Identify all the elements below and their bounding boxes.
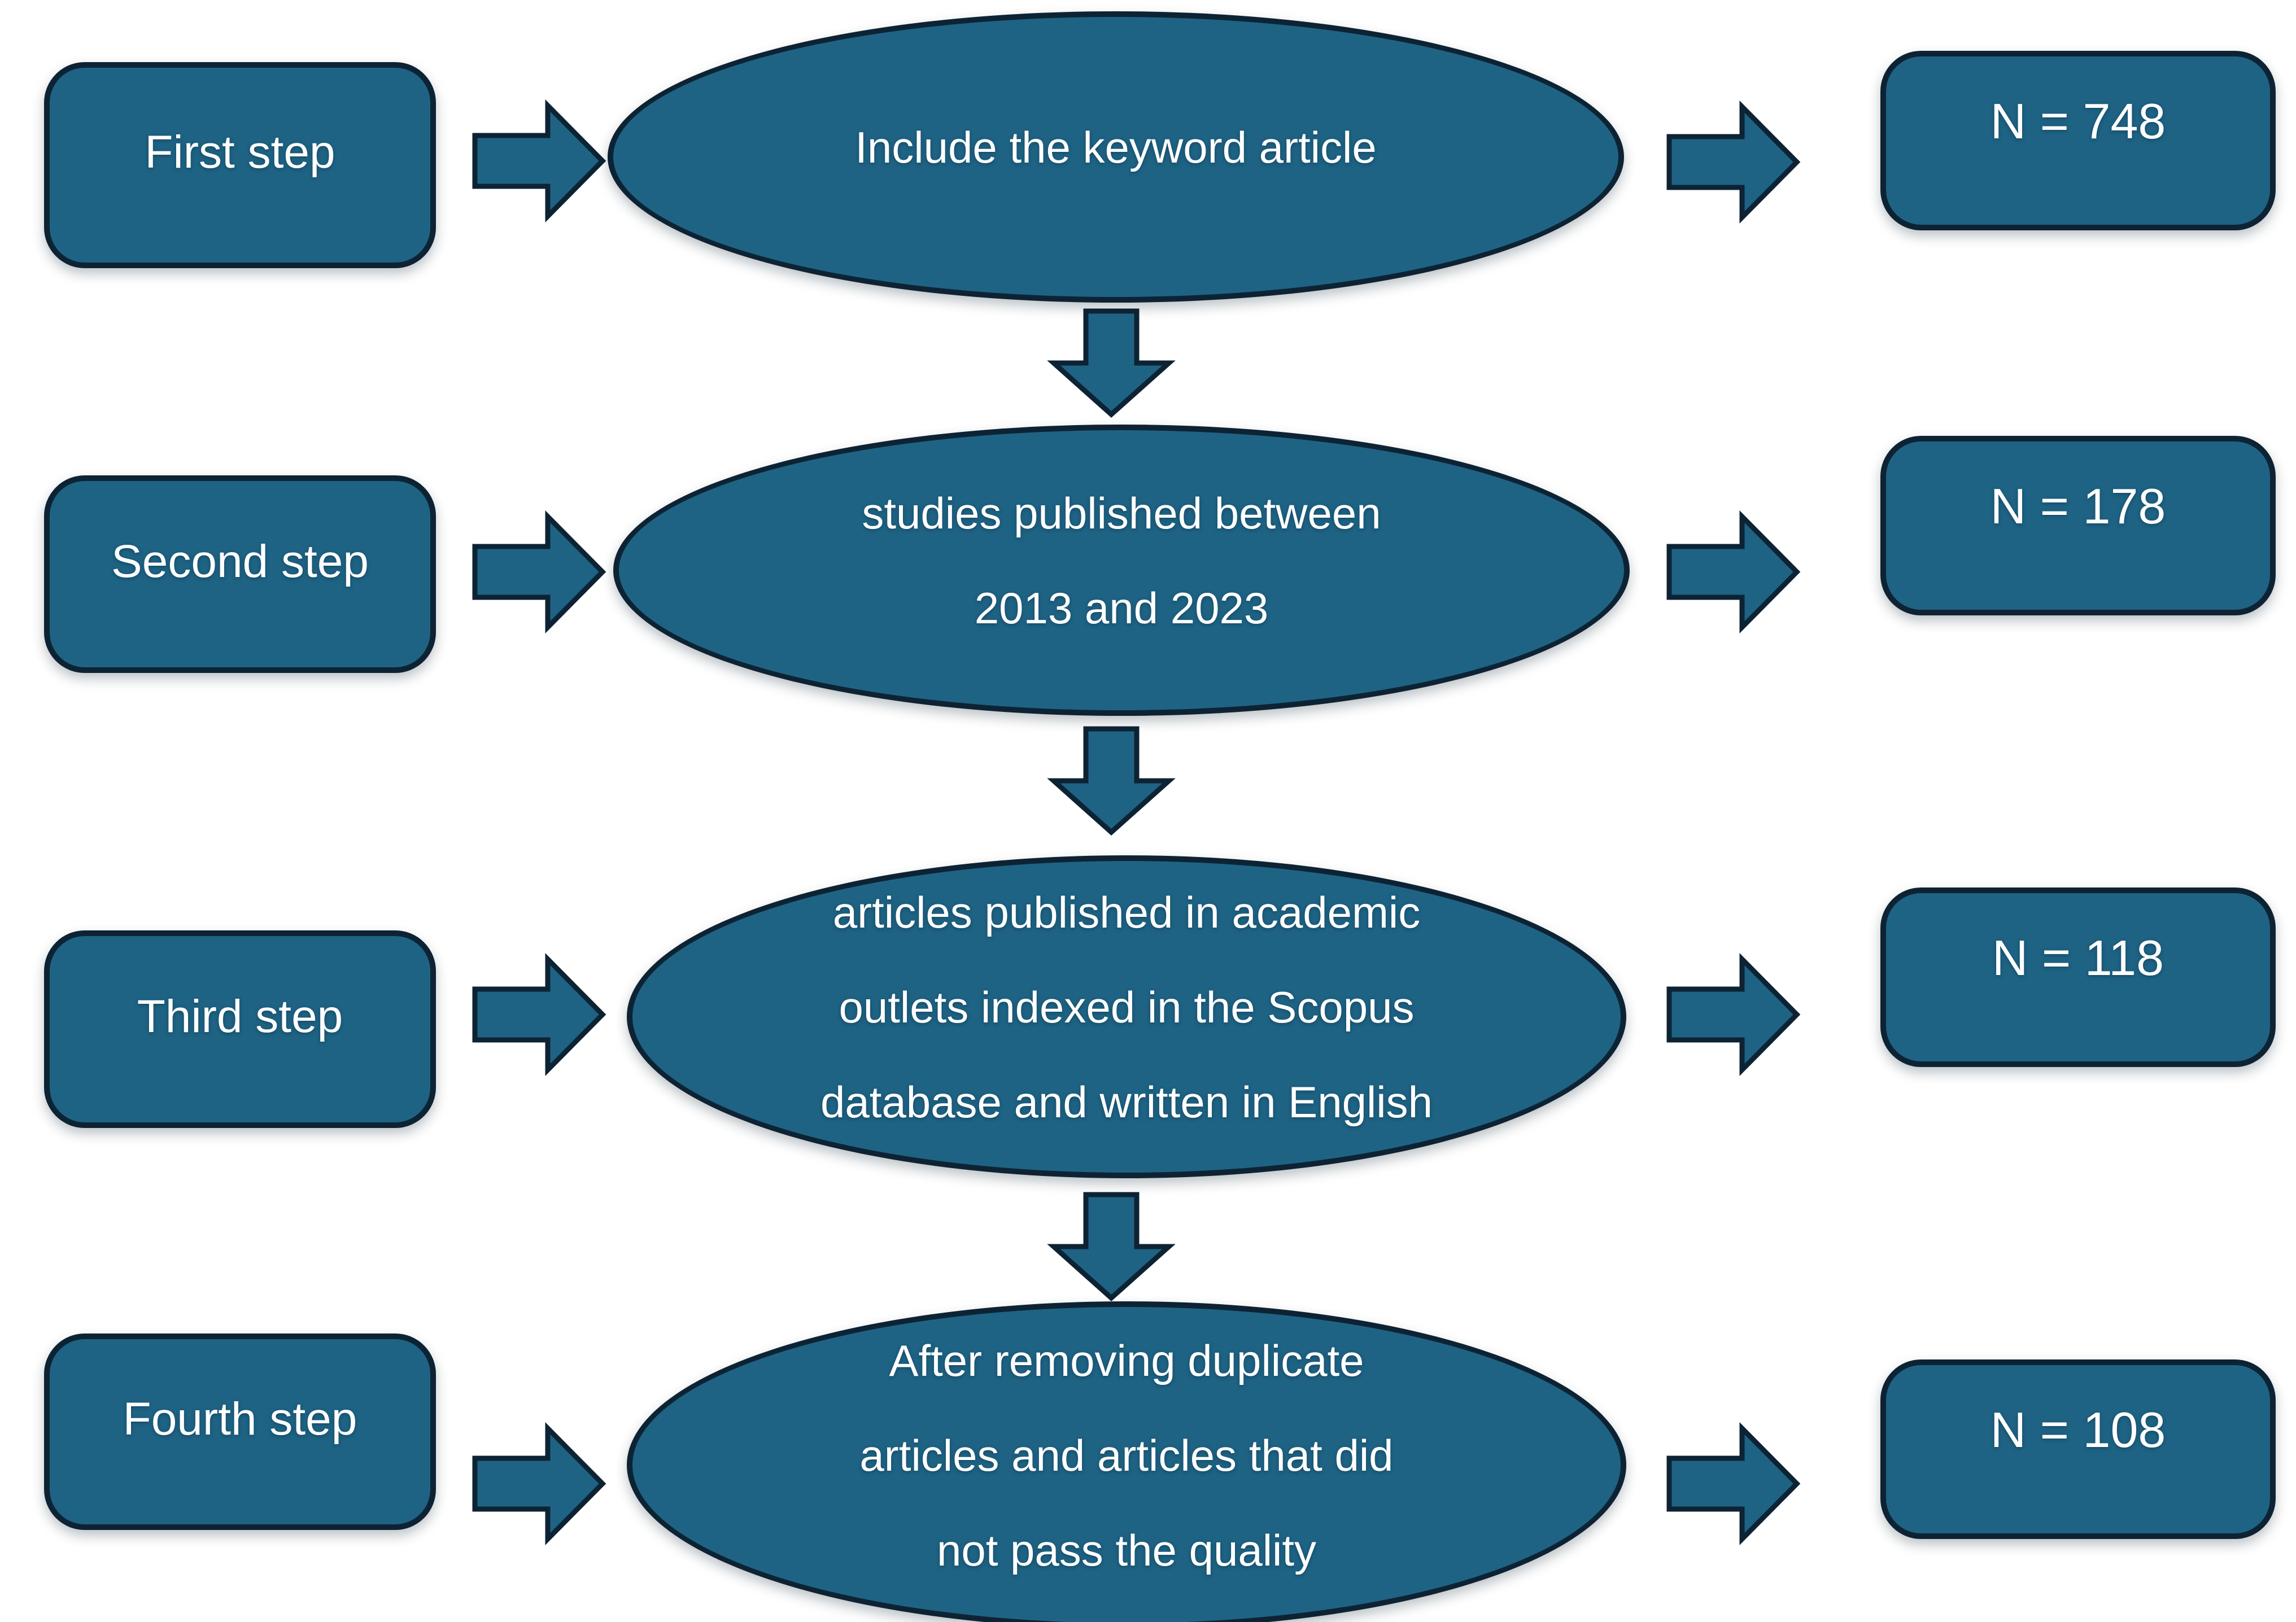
criterion-ellipse-4: After removing duplicate articles and ar… [627,1301,1626,1622]
right-arrow-icon [472,1422,606,1545]
criterion-ellipse-2: studies published between 2013 and 2023 [613,425,1630,716]
right-arrow-icon [1666,100,1801,224]
down-arrow-icon [1047,1192,1176,1302]
result-count: N = 178 [1990,478,2166,534]
step-box-third: Third step [44,930,436,1128]
down-arrow-icon [1047,308,1176,418]
criterion-ellipse-3: articles published in academic outlets i… [627,855,1626,1178]
right-arrow-icon [1666,510,1801,633]
criterion-text: articles published in academic outlets i… [820,887,1433,1127]
step-label: First step [145,126,335,178]
result-box-3: N = 118 [1880,887,2276,1067]
down-arrow-icon [1047,726,1176,836]
right-arrow-icon [1666,1422,1801,1545]
right-arrow-icon [1666,953,1801,1076]
step-box-second: Second step [44,475,436,673]
step-box-first: First step [44,62,436,268]
result-count: N = 748 [1990,93,2166,149]
step-label: Fourth step [123,1393,357,1445]
step-label: Third step [137,990,343,1042]
step-box-fourth: Fourth step [44,1334,436,1530]
right-arrow-icon [472,510,606,633]
criterion-ellipse-1: Include the keyword article [608,11,1624,303]
criterion-text: After removing duplicate articles and ar… [859,1335,1394,1575]
step-label: Second step [111,535,369,587]
result-count: N = 118 [1992,930,2164,986]
right-arrow-icon [472,99,606,222]
result-box-1: N = 748 [1880,51,2276,230]
criterion-text: studies published between 2013 and 2023 [862,488,1381,633]
result-box-4: N = 108 [1880,1359,2276,1539]
criterion-text: Include the keyword article [855,122,1377,172]
result-box-2: N = 178 [1880,436,2276,615]
right-arrow-icon [472,953,606,1076]
result-count: N = 108 [1990,1402,2166,1458]
